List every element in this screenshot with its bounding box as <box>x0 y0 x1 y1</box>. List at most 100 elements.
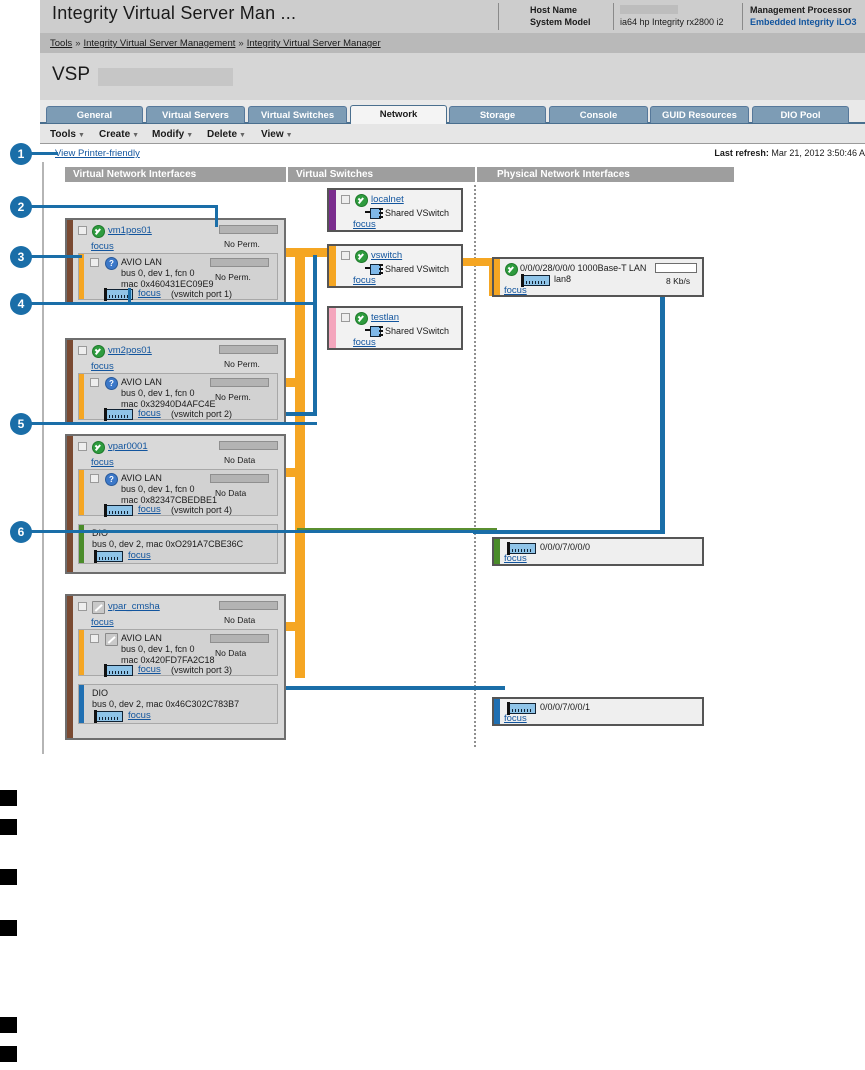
tab-console[interactable]: Console <box>549 106 648 123</box>
virtual-server-checkbox[interactable] <box>78 602 87 611</box>
breadcrumb-separator: » <box>75 38 81 49</box>
virtual-server-checkbox[interactable] <box>78 226 87 235</box>
virtual-server-focus-link[interactable]: focus <box>91 617 114 628</box>
host-name-label: Host Name <box>530 5 578 15</box>
virtual-server-name[interactable]: vpar0001 <box>108 441 148 452</box>
physical-interface-box[interactable]: 0/0/0/7/0/0/1 focus <box>492 697 704 726</box>
grey-pending-icon <box>92 601 105 614</box>
device-box-avio-lan[interactable]: ? AVIO LAN bus 0, dev 1, fcn 0 mac 0x823… <box>78 469 278 517</box>
header-divider <box>742 3 743 30</box>
virtual-switch-checkbox[interactable] <box>341 251 350 260</box>
device-checkbox[interactable] <box>90 258 99 267</box>
virtual-server-box[interactable]: vm2pos01 focus No Perm. ? AVIO LAN bus 0… <box>65 338 286 424</box>
menu-tools[interactable]: Tools▼ <box>50 129 85 140</box>
menu-delete[interactable]: Delete▼ <box>207 129 246 140</box>
nic-card-icon <box>104 664 133 677</box>
breadcrumb-item-ivs-manager[interactable]: Integrity Virtual Server Manager <box>246 38 381 49</box>
green-check-icon <box>92 225 105 238</box>
virtual-server-name[interactable]: vpar_cmsha <box>108 601 160 612</box>
virtual-switch-focus-link[interactable]: focus <box>353 219 376 230</box>
virtual-switch-box[interactable]: testlan Shared VSwitch focus <box>327 306 463 350</box>
breadcrumb-item-ivsm[interactable]: Integrity Virtual Server Management <box>83 38 236 49</box>
redacted-text-block <box>0 790 17 806</box>
virtual-switch-name[interactable]: localnet <box>371 194 404 205</box>
menu-label: Tools <box>50 129 76 140</box>
virtual-switch-box[interactable]: vswitch Shared VSwitch focus <box>327 244 463 288</box>
device-focus-link[interactable]: focus <box>138 504 161 515</box>
device-mac: mac 0x32940D4AFC4E <box>121 399 216 409</box>
device-focus-link[interactable]: focus <box>138 288 161 299</box>
redacted-text-block <box>0 819 17 835</box>
virtual-server-box[interactable]: vpar_cmsha focus No Data AVIO LAN bus 0,… <box>65 594 286 740</box>
device-checkbox[interactable] <box>90 474 99 483</box>
redacted-text-block <box>0 1046 17 1062</box>
tab-network[interactable]: Network <box>350 105 447 124</box>
device-box-dio[interactable]: DIO bus 0, dev 2, mac 0x46C302C783B7 foc… <box>78 684 278 724</box>
device-meter-label: No Data <box>215 488 247 498</box>
menu-view[interactable]: View▼ <box>261 129 293 140</box>
virtual-server-checkbox[interactable] <box>78 442 87 451</box>
device-checkbox[interactable] <box>90 378 99 387</box>
tab-general[interactable]: General <box>46 106 143 123</box>
virtual-server-name[interactable]: vm1pos01 <box>108 225 152 236</box>
virtual-server-name[interactable]: vm2pos01 <box>108 345 152 356</box>
interface-color-bar <box>494 539 500 564</box>
device-box-avio-lan[interactable]: ? AVIO LAN bus 0, dev 1, fcn 0 mac 0x460… <box>78 253 278 301</box>
callout-leader-line <box>30 255 82 258</box>
connector-orange <box>285 248 327 257</box>
host-name-value-redacted <box>620 5 678 14</box>
last-refresh-value: Mar 21, 2012 3:50:46 A <box>771 148 865 158</box>
device-box-avio-lan[interactable]: ? AVIO LAN bus 0, dev 1, fcn 0 mac 0x329… <box>78 373 278 421</box>
virtual-server-box[interactable]: vm1pos01 focus No Perm. ? AVIO LAN bus 0… <box>65 218 286 304</box>
breadcrumb-item-tools[interactable]: Tools <box>50 38 73 49</box>
green-check-icon <box>355 194 368 207</box>
virtual-switch-box[interactable]: localnet Shared VSwitch focus <box>327 188 463 232</box>
virtual-switch-focus-link[interactable]: focus <box>353 337 376 348</box>
tab-guid-resources[interactable]: GUID Resources <box>650 106 749 123</box>
view-printer-friendly-link[interactable]: View Printer-friendly <box>55 148 140 159</box>
physical-interface-focus-link[interactable]: focus <box>504 713 527 724</box>
breadcrumb-bar <box>40 33 865 53</box>
green-check-icon <box>355 312 368 325</box>
tab-storage[interactable]: Storage <box>449 106 546 123</box>
nic-card-icon <box>94 710 123 723</box>
device-meter <box>210 474 269 483</box>
virtual-server-focus-link[interactable]: focus <box>91 457 114 468</box>
device-checkbox[interactable] <box>90 634 99 643</box>
physical-interface-box[interactable]: 0/0/0/28/0/0/0 1000Base-T LAN lan8 focus… <box>492 257 704 297</box>
management-processor-link[interactable]: Embedded Integrity iLO3 <box>750 17 857 27</box>
virtual-server-checkbox[interactable] <box>78 346 87 355</box>
connector-orange <box>295 622 304 678</box>
blue-question-icon: ? <box>105 473 118 486</box>
virtual-switch-focus-link[interactable]: focus <box>353 275 376 286</box>
virtual-server-box[interactable]: vpar0001 focus No Data ? AVIO LAN bus 0,… <box>65 434 286 574</box>
device-focus-link[interactable]: focus <box>128 550 151 561</box>
system-model-value: ia64 hp Integrity rx2800 i2 <box>620 17 724 27</box>
device-focus-link[interactable]: focus <box>138 664 161 675</box>
virtual-switch-checkbox[interactable] <box>341 195 350 204</box>
device-bus-mac: bus 0, dev 2, mac 0xO291A7CBE36C <box>92 539 244 549</box>
callout-leader-line <box>30 530 480 533</box>
physical-interface-focus-link[interactable]: focus <box>504 553 527 564</box>
device-focus-link[interactable]: focus <box>138 408 161 419</box>
physical-interface-box[interactable]: 0/0/0/7/0/0/0 focus <box>492 537 704 566</box>
physical-interface-device: lan8 <box>554 274 572 284</box>
device-box-avio-lan[interactable]: AVIO LAN bus 0, dev 1, fcn 0 mac 0x420FD… <box>78 629 278 677</box>
tab-virtual-switches[interactable]: Virtual Switches <box>248 106 347 123</box>
virtual-switch-name[interactable]: testlan <box>371 312 399 323</box>
menu-create[interactable]: Create▼ <box>99 129 139 140</box>
callout-leader-line <box>30 205 218 208</box>
physical-interface-focus-link[interactable]: focus <box>504 285 527 296</box>
device-mac: mac 0x82347CBEDBE1 <box>121 495 218 505</box>
virtual-switch-checkbox[interactable] <box>341 313 350 322</box>
virtual-server-focus-link[interactable]: focus <box>91 241 114 252</box>
device-focus-link[interactable]: focus <box>128 710 151 721</box>
menu-modify[interactable]: Modify▼ <box>152 129 193 140</box>
tab-dio-pool[interactable]: DIO Pool <box>752 106 849 123</box>
tab-virtual-servers[interactable]: Virtual Servers <box>146 106 245 123</box>
virtual-switch-kind: Shared VSwitch <box>385 326 450 336</box>
device-type: DIO <box>92 688 109 698</box>
virtual-switch-name[interactable]: vswitch <box>371 250 403 261</box>
connector-orange <box>285 378 305 387</box>
virtual-server-focus-link[interactable]: focus <box>91 361 114 372</box>
